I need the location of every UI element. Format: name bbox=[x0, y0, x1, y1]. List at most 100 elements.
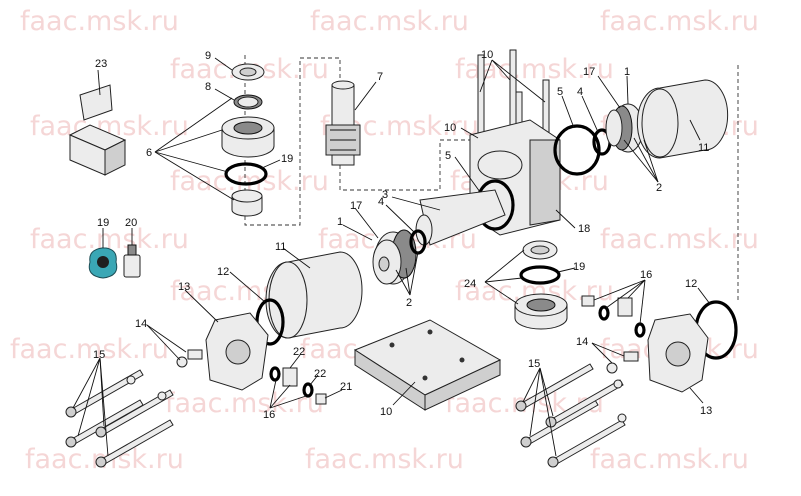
leader-2b bbox=[405, 267, 411, 296]
leader-4b bbox=[581, 95, 599, 133]
leader-1a bbox=[342, 224, 373, 241]
leader-10c bbox=[491, 59, 546, 103]
cylinder-open-end bbox=[641, 88, 679, 158]
leader-6c bbox=[154, 151, 229, 173]
part-labels: 23 9 8 6 19 7 10 10 5 5 4 17 1 11 2 3 18… bbox=[93, 49, 712, 421]
label-19-lower: 19 bbox=[573, 261, 585, 273]
bolt-washer bbox=[613, 379, 623, 389]
leader-14d bbox=[591, 342, 613, 364]
left-cylinder-assembly bbox=[184, 247, 363, 391]
label-1-left: 1 bbox=[337, 216, 343, 228]
leader-10e bbox=[392, 381, 416, 406]
part-9-hole bbox=[239, 67, 257, 77]
shaft-end bbox=[331, 80, 355, 90]
leader-15g bbox=[529, 367, 541, 437]
leader-15d bbox=[99, 357, 109, 457]
bolt-head bbox=[95, 456, 107, 468]
leader-15a bbox=[72, 357, 101, 409]
leader-10a bbox=[479, 59, 493, 93]
leader-11a bbox=[282, 247, 311, 269]
watermark: faac.msk.ru bbox=[590, 444, 749, 475]
leader-16e bbox=[605, 279, 646, 309]
part-6-hole bbox=[233, 121, 263, 135]
leader-17a bbox=[354, 207, 379, 239]
label-15-right: 15 bbox=[528, 358, 540, 370]
left-piston-assembly bbox=[342, 204, 427, 296]
label-11-left: 11 bbox=[275, 241, 286, 253]
label-17-left: 17 bbox=[350, 200, 362, 212]
label-24: 24 bbox=[464, 278, 476, 290]
bolt-head bbox=[545, 416, 557, 428]
label-13-left: 13 bbox=[178, 281, 190, 293]
label-11-right: 11 bbox=[698, 142, 709, 154]
leader-23 bbox=[97, 69, 101, 96]
bolt-washer bbox=[126, 375, 136, 385]
part-16-washer bbox=[598, 305, 610, 321]
leader-12b bbox=[697, 287, 711, 305]
bolt-10 bbox=[477, 54, 485, 141]
part-16-fitting bbox=[282, 367, 298, 387]
watermark: faac.msk.ru bbox=[600, 6, 759, 37]
leader-6a bbox=[154, 97, 233, 153]
leader-15h bbox=[539, 367, 557, 457]
leader-13a bbox=[184, 289, 219, 323]
part-19-oring bbox=[224, 162, 268, 186]
bolt-head bbox=[65, 436, 77, 448]
leader-24b bbox=[484, 277, 523, 283]
watermark: faac.msk.ru bbox=[305, 444, 464, 475]
piston-head-hole bbox=[378, 256, 390, 272]
part-8-inner bbox=[237, 96, 259, 108]
label-10-plate: 10 bbox=[380, 406, 392, 418]
leader-9 bbox=[214, 57, 233, 71]
label-1-right: 1 bbox=[624, 66, 630, 78]
leader-16c bbox=[269, 395, 307, 409]
part-7-shaft bbox=[325, 80, 377, 166]
part-21-bolt bbox=[315, 393, 327, 405]
leader-18 bbox=[555, 209, 576, 229]
part-16-fitting bbox=[617, 297, 633, 317]
bearing-stack-upper bbox=[154, 57, 281, 217]
watermark: faac.msk.ru bbox=[10, 334, 169, 365]
label-2-right: 2 bbox=[656, 182, 662, 194]
label-6: 6 bbox=[146, 147, 152, 159]
label-9: 9 bbox=[205, 50, 211, 62]
bolt-head bbox=[515, 400, 527, 412]
box-side bbox=[104, 139, 126, 176]
part-16-fitting bbox=[581, 295, 595, 307]
leader-17b bbox=[597, 75, 621, 109]
label-16-left: 16 bbox=[263, 409, 275, 421]
box-flap bbox=[79, 84, 113, 121]
label-21: 21 bbox=[340, 381, 352, 393]
seal-bag-contents bbox=[97, 256, 109, 268]
leader-2a bbox=[395, 269, 411, 296]
right-upper-assembly bbox=[597, 75, 729, 183]
label-22-lower: 22 bbox=[314, 368, 326, 380]
bolt-head bbox=[65, 406, 77, 418]
bolt-head bbox=[95, 426, 107, 438]
label-17-right: 17 bbox=[583, 66, 595, 78]
label-2-left: 2 bbox=[406, 297, 412, 309]
leader-19c bbox=[557, 267, 576, 273]
label-19-kit: 19 bbox=[97, 217, 109, 229]
label-14-left: 14 bbox=[135, 318, 147, 330]
leader-13b bbox=[689, 387, 704, 404]
plate-hole bbox=[389, 342, 395, 348]
label-16-right: 16 bbox=[640, 269, 652, 281]
label-12-left: 12 bbox=[217, 266, 229, 278]
plate-hole bbox=[427, 329, 433, 335]
leader-22b bbox=[309, 374, 319, 386]
bolt-washer bbox=[157, 391, 167, 401]
bolt-head bbox=[547, 456, 559, 468]
part-14-valve bbox=[623, 351, 639, 362]
plate-hole bbox=[459, 357, 465, 363]
leader-2e bbox=[643, 139, 659, 183]
right-cylinder-assembly bbox=[591, 287, 738, 404]
plate-hole bbox=[422, 375, 428, 381]
bottle-cap bbox=[127, 244, 137, 256]
part-22-washer bbox=[302, 382, 314, 398]
label-14-right: 14 bbox=[576, 336, 588, 348]
label-4-left: 4 bbox=[378, 196, 384, 208]
label-19-upper: 19 bbox=[281, 153, 293, 165]
left-bolts bbox=[65, 357, 174, 468]
